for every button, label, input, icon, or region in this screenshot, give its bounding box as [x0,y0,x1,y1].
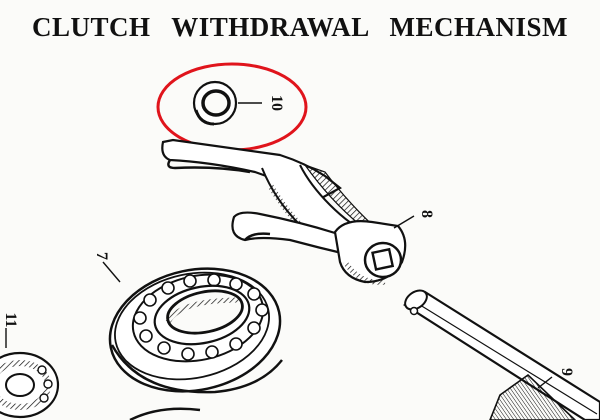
part-label-11: 11 [2,312,19,327]
part-label-10: 10 [268,95,285,111]
partial-part-outline [129,407,201,420]
small-bearing-part[interactable] [0,351,60,419]
part-label-7: 7 [93,252,110,260]
washer-part[interactable] [192,80,238,126]
ball-bearing-part[interactable] [98,253,291,406]
part-label-9: 9 [558,368,575,376]
leader-line-8 [393,215,415,229]
leader-line-9 [537,376,553,389]
page-title: CLUTCH WITHDRAWAL MECHANISM [31,12,569,42]
shaft-part[interactable] [402,287,600,420]
part-label-8: 8 [418,210,435,218]
withdrawal-fork-part[interactable] [161,138,407,285]
leader-line-7 [102,261,121,283]
